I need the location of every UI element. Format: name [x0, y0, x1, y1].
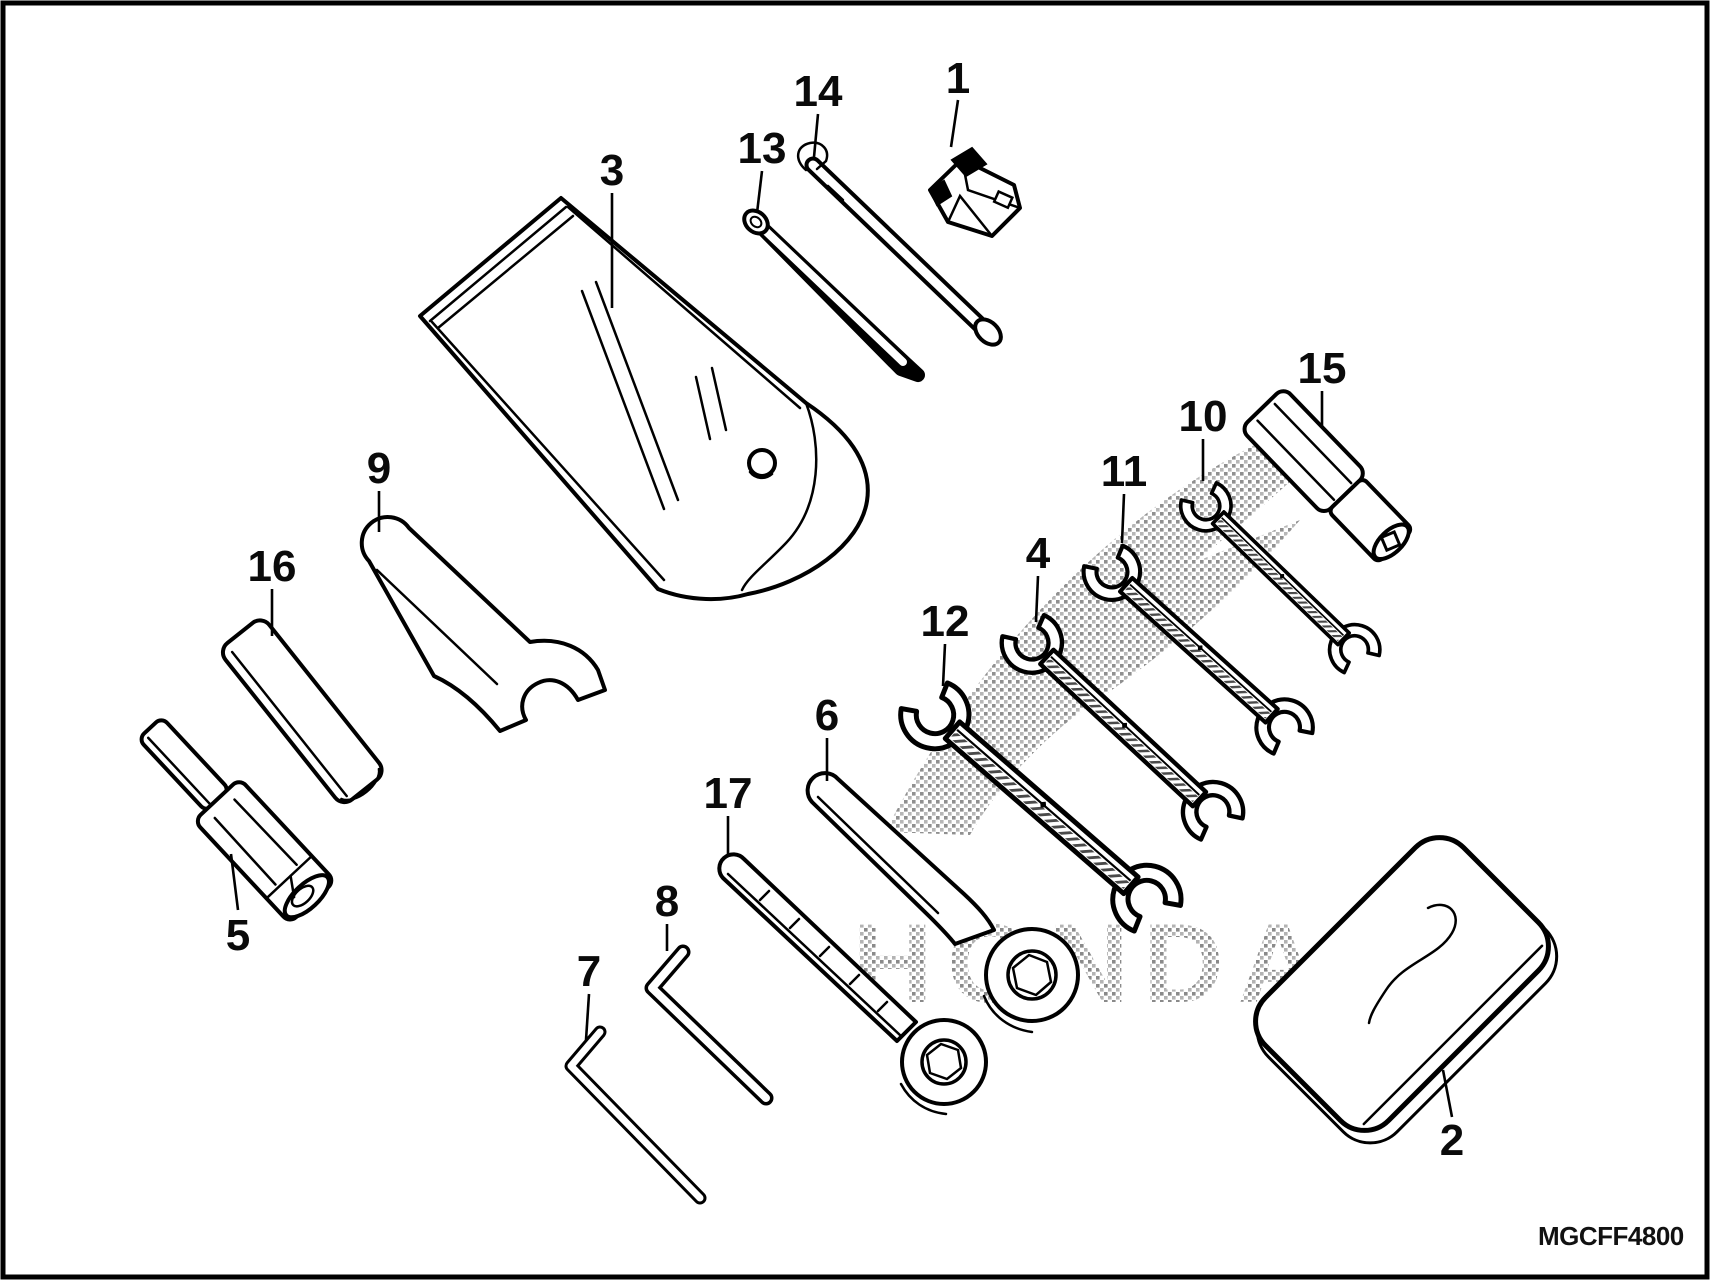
callouts: 1 2 3 4 5 6 7 8 9 10 11 12 13 14 15 16 1… — [226, 54, 1464, 1165]
part-label-6[interactable]: 6 — [815, 691, 839, 740]
part-label-4[interactable]: 4 — [1026, 529, 1051, 578]
part-6-box-wrench — [805, 771, 1080, 1034]
part-label-16[interactable]: 16 — [248, 542, 297, 591]
part-9-pin-spanner — [359, 515, 607, 733]
pouch-stitch-line — [1367, 903, 1457, 1025]
part-label-11[interactable]: 11 — [1101, 447, 1148, 496]
leader-5 — [229, 853, 240, 911]
part-5-spark-plug-wrench — [139, 718, 334, 922]
leader-12 — [941, 643, 947, 687]
leader-13 — [755, 170, 764, 214]
part-label-13[interactable]: 13 — [738, 124, 787, 173]
part-label-15[interactable]: 15 — [1298, 344, 1347, 393]
part-7-hex-wrench-small — [564, 1025, 707, 1205]
leader-14 — [812, 113, 820, 158]
part-14-screwdriver — [797, 141, 1003, 347]
part-label-1[interactable]: 1 — [946, 54, 970, 103]
part-15-plug-socket — [1242, 389, 1413, 563]
part-label-12[interactable]: 12 — [921, 597, 970, 646]
part-label-2[interactable]: 2 — [1440, 1116, 1464, 1165]
part-1-clip — [928, 146, 1022, 238]
leader-7 — [584, 993, 591, 1041]
part-label-14[interactable]: 14 — [794, 67, 843, 116]
part-label-10[interactable]: 10 — [1179, 392, 1228, 441]
part-8-hex-wrench — [644, 944, 774, 1106]
part-3-tool-bag — [418, 196, 870, 602]
part-16-tube-handle — [220, 618, 384, 805]
drawing-code: MGCFF4800 — [1538, 1221, 1684, 1251]
part-13-pin-driver — [742, 208, 925, 382]
part-label-7[interactable]: 7 — [577, 947, 601, 996]
part-label-9[interactable]: 9 — [367, 444, 391, 493]
part-2-tool-pouch — [1253, 835, 1559, 1145]
part-label-3[interactable]: 3 — [600, 146, 624, 195]
part-17-ring-wrench — [717, 852, 988, 1116]
part-label-17[interactable]: 17 — [704, 769, 753, 818]
part-label-8[interactable]: 8 — [655, 877, 679, 926]
bag-grommet — [747, 448, 777, 478]
leader-2 — [1441, 1069, 1454, 1118]
honda-watermark-text: HONDA — [852, 901, 1333, 1026]
leader-1 — [949, 99, 960, 148]
leader-4 — [1034, 575, 1040, 623]
leader-11 — [1120, 493, 1126, 544]
part-label-5[interactable]: 5 — [226, 911, 250, 960]
